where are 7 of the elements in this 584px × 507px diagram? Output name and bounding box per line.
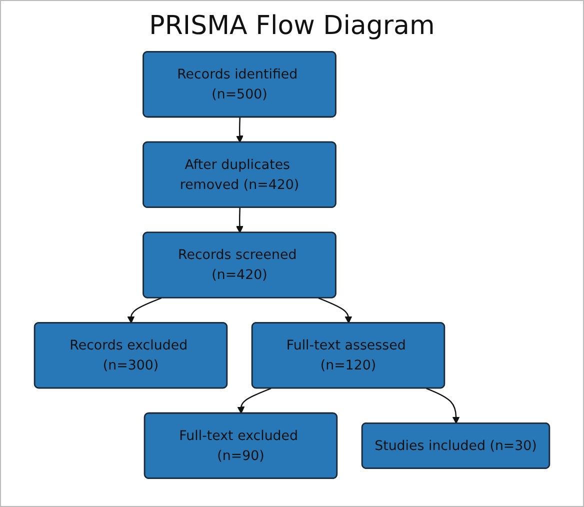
arrow (237, 388, 272, 414)
arrow (127, 297, 162, 324)
arrow (318, 297, 352, 324)
arrow (236, 208, 244, 234)
arrow (236, 117, 244, 143)
diagram-title: PRISMA Flow Diagram (149, 11, 435, 41)
arrow (426, 388, 460, 424)
